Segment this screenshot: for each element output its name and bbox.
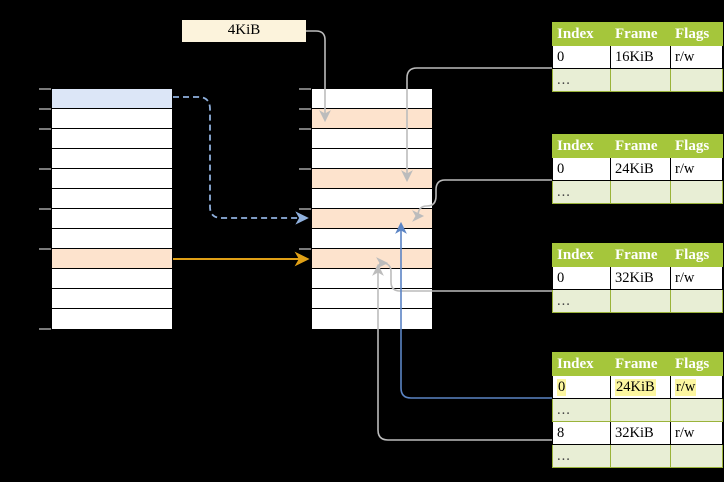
memory-row (312, 129, 432, 149)
table-cell: 0 (552, 157, 611, 181)
memory-row (312, 89, 432, 109)
table-cell: 0 (552, 375, 611, 399)
memory-row (52, 229, 172, 249)
column-header-frame: Frame (610, 352, 671, 376)
memory-row (312, 169, 432, 189)
table-cell: 0 (552, 266, 611, 290)
memory-row (52, 249, 172, 269)
table-cell: ... (552, 398, 611, 422)
memory-row (312, 309, 432, 329)
memory-row (52, 209, 172, 229)
column-header-flags: Flags (670, 134, 723, 158)
table-cell: r/w (670, 157, 723, 181)
table-row: ... (552, 444, 723, 468)
column-header-frame: Frame (610, 134, 671, 158)
memory-row (312, 249, 432, 269)
table-row: ... (552, 68, 723, 92)
table-cell: 24KiB (610, 157, 671, 181)
column-header-index: Index (552, 243, 611, 267)
column-header-flags: Flags (670, 243, 723, 267)
table-cell: r/w (670, 421, 723, 445)
column-header-flags: Flags (670, 352, 723, 376)
memory-row (52, 129, 172, 149)
table-row: ... (552, 289, 723, 313)
memory-row (52, 169, 172, 189)
column-header-index: Index (552, 352, 611, 376)
memory-row (52, 289, 172, 309)
memory-row (52, 189, 172, 209)
memory-row (312, 289, 432, 309)
table-cell: 16KiB (610, 45, 671, 69)
table-cell: r/w (670, 266, 723, 290)
memory-row (52, 149, 172, 169)
column-header-flags: Flags (670, 22, 723, 46)
table-cell: r/w (670, 375, 723, 399)
memory-row (52, 109, 172, 129)
table-cell: 8 (552, 421, 611, 445)
table-cell: ... (552, 180, 611, 204)
left-memory-column (51, 88, 173, 329)
table-cell (610, 398, 671, 422)
table-cell (610, 180, 671, 204)
memory-row (312, 269, 432, 289)
memory-row (312, 229, 432, 249)
table-row: ... (552, 398, 723, 422)
highlighted-value: 0 (557, 378, 567, 396)
table-cell: r/w (670, 45, 723, 69)
wire-left-blue-to-middle (173, 96, 309, 225)
column-header-index: Index (552, 134, 611, 158)
table-cell (610, 444, 671, 468)
table-cell (670, 289, 723, 313)
table-cell: ... (552, 289, 611, 313)
column-header-frame: Frame (610, 243, 671, 267)
table-cell (670, 398, 723, 422)
table-cell: 0 (552, 45, 611, 69)
table-cell: 32KiB (610, 266, 671, 290)
column-header-index: Index (552, 22, 611, 46)
table-cell: ... (552, 68, 611, 92)
memory-row (312, 189, 432, 209)
middle-column-ticks (299, 88, 311, 250)
memory-row (312, 109, 432, 129)
table-cell (670, 68, 723, 92)
table-cell: 32KiB (610, 421, 671, 445)
memory-row (312, 209, 432, 229)
table-row: 0 24KiB r/w (552, 375, 723, 399)
table-cell (610, 289, 671, 313)
table-cell: 24KiB (610, 375, 671, 399)
table-cell: ... (552, 444, 611, 468)
table-cell (610, 68, 671, 92)
table-cell (670, 444, 723, 468)
table-row: ... (552, 180, 723, 204)
highlighted-value: 24KiB (615, 378, 656, 396)
memory-row (52, 309, 172, 329)
table-cell (670, 180, 723, 204)
page-size-label: 4KiB (182, 20, 306, 42)
memory-row (52, 89, 172, 109)
column-header-frame: Frame (610, 22, 671, 46)
memory-row (312, 149, 432, 169)
wire-pt2-to-middle (412, 179, 552, 223)
highlighted-value: r/w (675, 378, 697, 396)
memory-row (52, 269, 172, 289)
left-column-ticks (39, 88, 51, 330)
middle-memory-column (311, 88, 433, 329)
